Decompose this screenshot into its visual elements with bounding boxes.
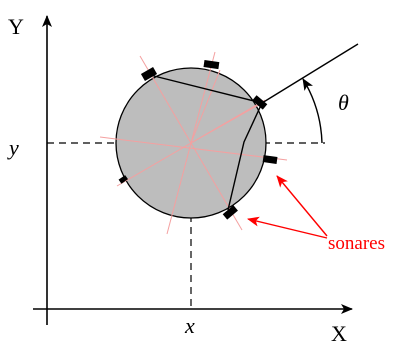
sonar-sensors <box>118 60 278 220</box>
y-coordinate-label: y <box>7 135 19 160</box>
sonar-arrow-lower <box>247 216 328 239</box>
y-axis-label: Y <box>8 14 24 39</box>
theta-arc <box>302 78 323 144</box>
robot-frame-chords <box>149 74 263 211</box>
x-axis-label: X <box>331 321 347 345</box>
x-coordinate-label: x <box>184 313 195 338</box>
sonars-label: sonares <box>328 233 385 254</box>
heading-line <box>190 102 263 144</box>
orientation-line <box>261 43 359 104</box>
sonar-arrow-upper <box>276 175 328 237</box>
theta-label: θ <box>338 90 349 115</box>
